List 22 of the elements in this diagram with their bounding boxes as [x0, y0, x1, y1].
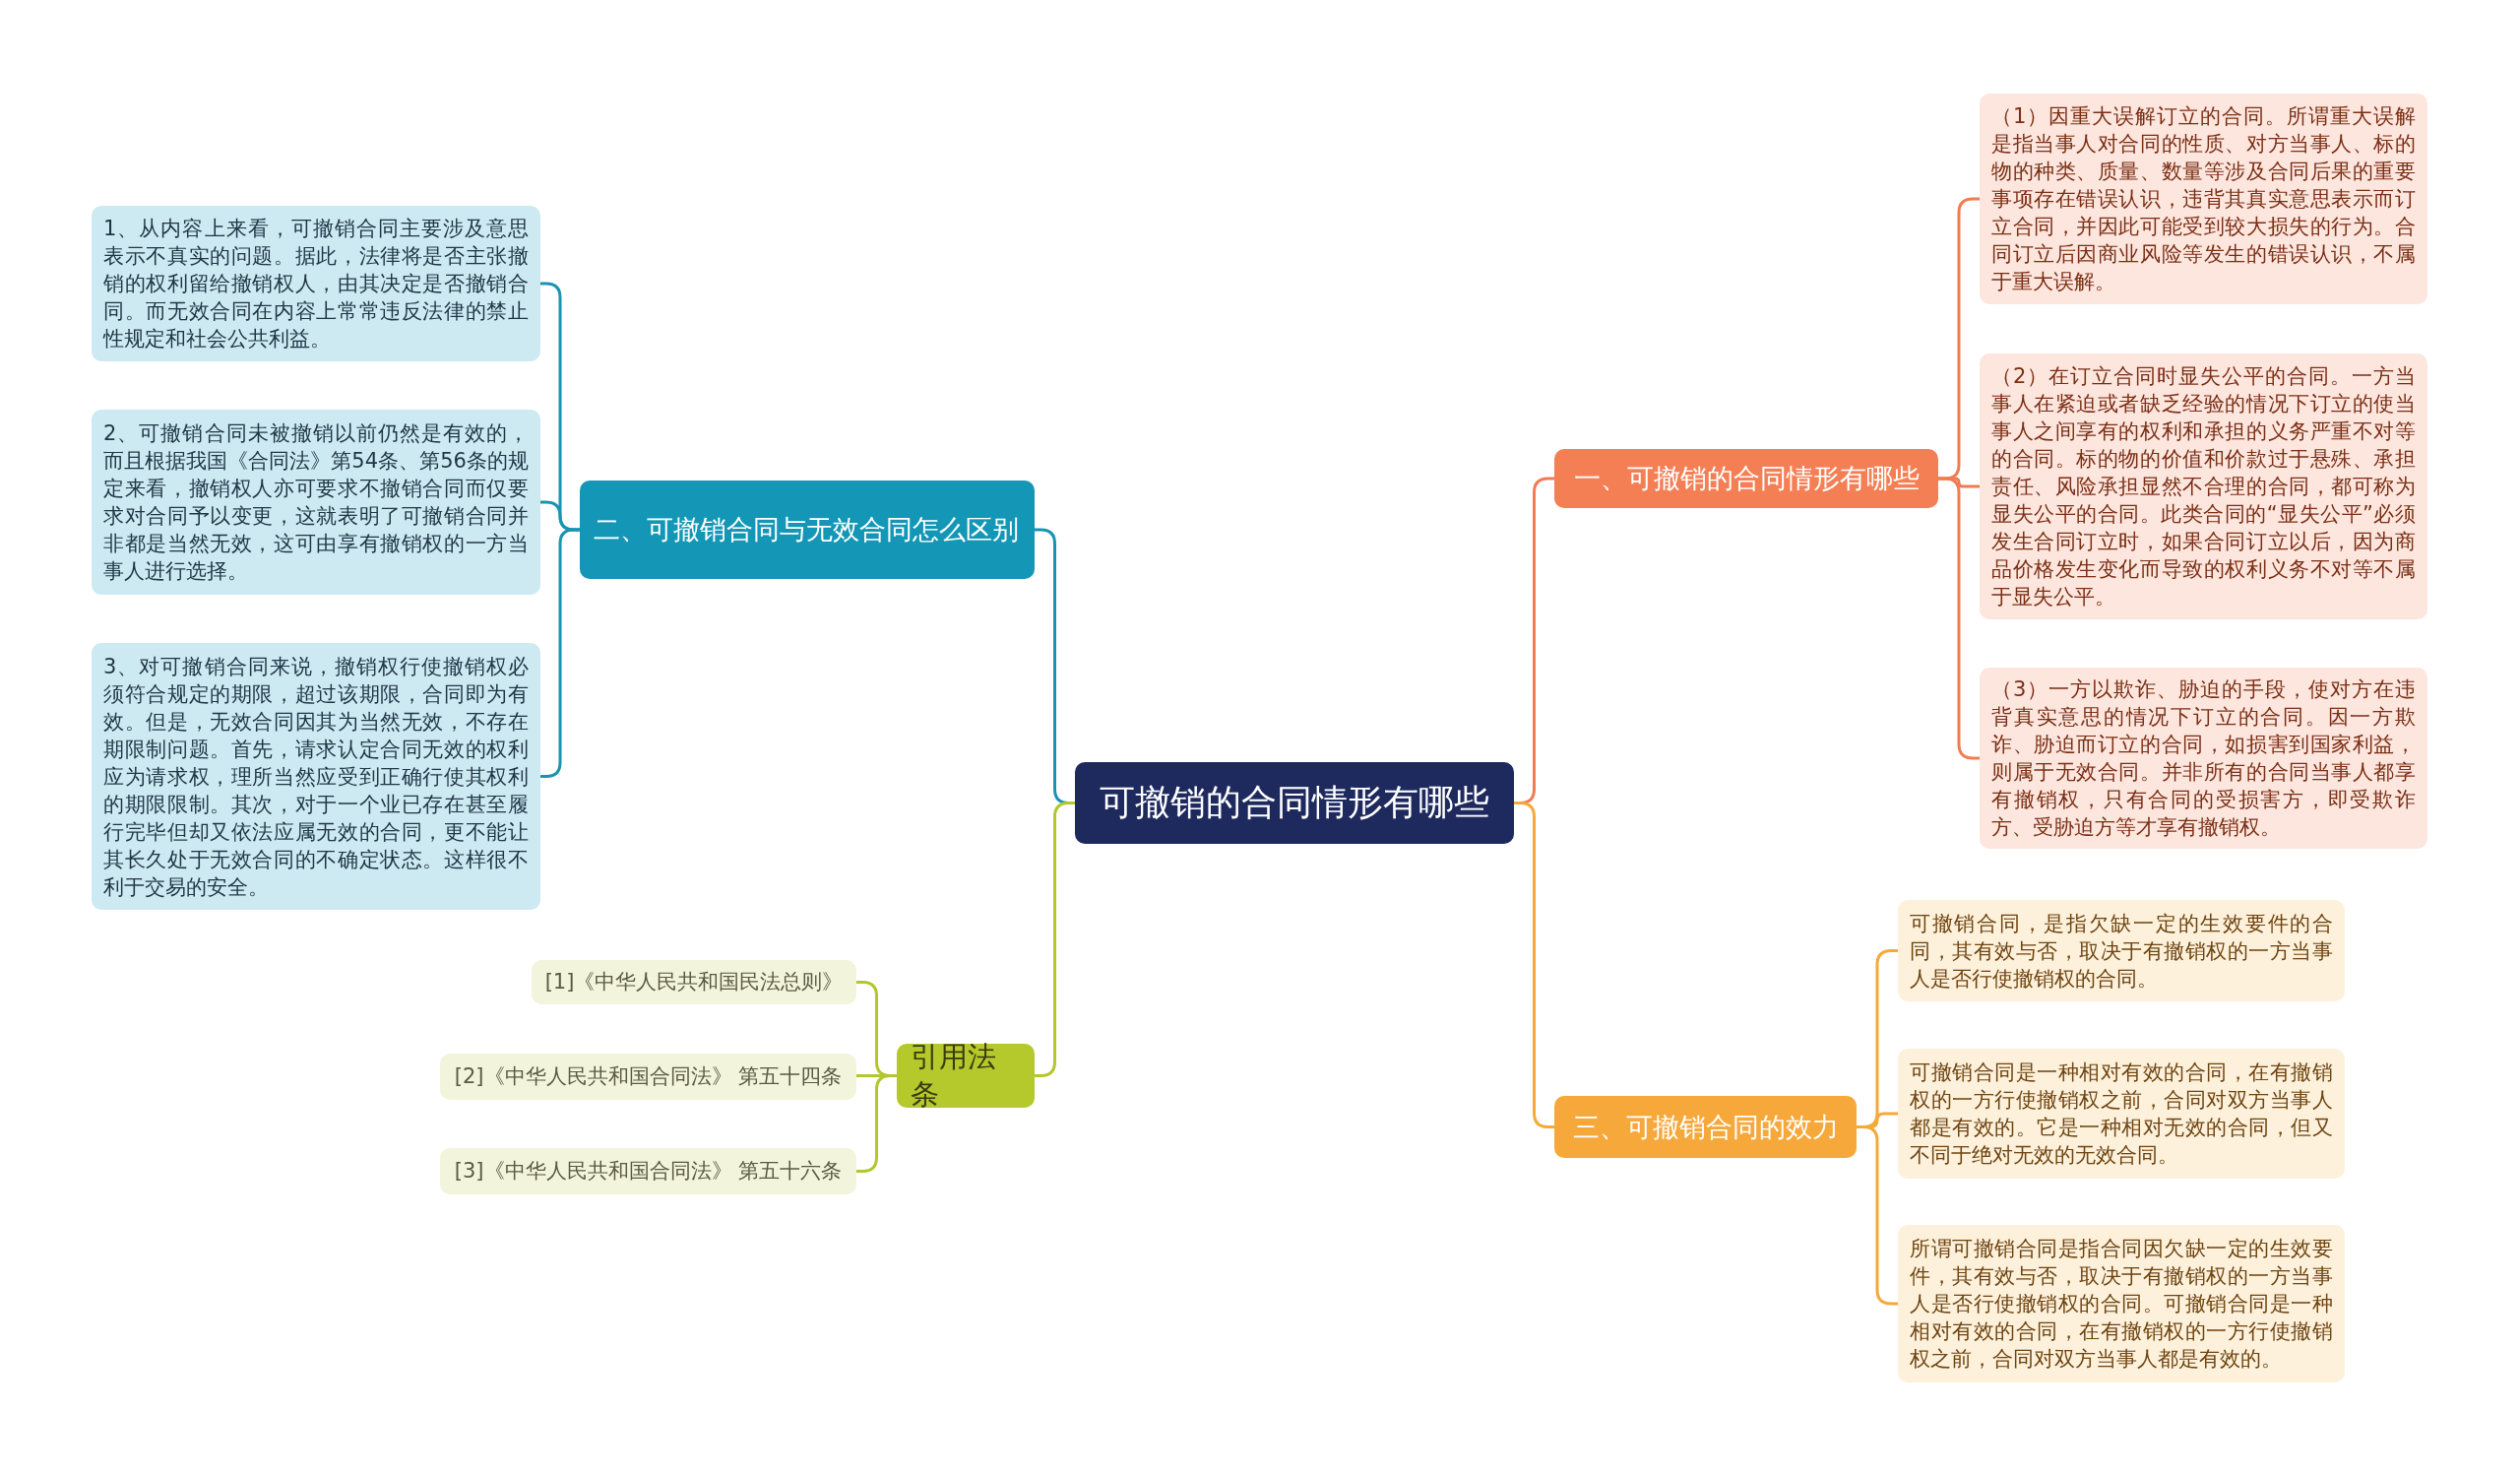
text-box: 3、对可撤销合同来说，撤销权行使撤销权必须符合规定的期限，超过该期限，合同即为有效。但是，无效合同因其为当然无效，不存在期限制问题。首先，请求认定合同无效的权利应为请求权，理所当然应受到正确行使其权利的期限限制。其次，对于一个业已存在甚至履行完毕但却又依法应属无效的合同，更不能让其长久处于无效合同的不确定状态。这样很不利于交易的安全。 [92, 643, 540, 910]
reference-box: [1]《中华人民共和国民法总则》 [532, 960, 856, 1004]
text-box: （3）一方以欺诈、胁迫的手段，使对方在违背真实意思的情况下订立的合同。因一方欺诈、胁迫而订立的合同，如损害到国家利益，则属于无效合同。并非所有的合同当事人都享有撤销权，只有合同的受损害方，即受欺诈方、受胁迫方等才享有撤销权。 [1980, 668, 2427, 849]
text-box: 所谓可撤销合同是指合同因欠缺一定的生效要件，其有效与否，取决于有撤销权的一方当事人是否行使撤销权的合同。可撤销合同是一种相对有效的合同，在有撤销权的一方行使撤销权之前，合同对双方当事人都是有效的。 [1898, 1225, 2345, 1382]
text-box: 可撤销合同，是指欠缺一定的生效要件的合同，其有效与否，取决于有撤销权的一方当事人是否行使撤销权的合同。 [1898, 900, 2345, 1001]
reference-box: [2]《中华人民共和国合同法》 第五十四条 [440, 1054, 856, 1100]
text-box: 2、可撤销合同未被撤销以前仍然是有效的，而且根据我国《合同法》第54条、第56条的规定来看，撤销权人亦可要求不撤销合同而仅要求对合同予以变更，这就表明了可撤销合同并非都是当然无效，这可由享有撤销权的一方当事人进行选择。 [92, 410, 540, 595]
branch-topic-box: 引用法条 [897, 1044, 1035, 1108]
branch-topic-box: 一、可撤销的合同情形有哪些 [1554, 449, 1938, 508]
reference-box: [3]《中华人民共和国合同法》 第五十六条 [440, 1148, 856, 1194]
connector-line [856, 1074, 897, 1173]
connector-line [1938, 477, 1980, 760]
text-box: 可撤销合同是一种相对有效的合同，在有撤销权的一方行使撤销权之前，合同对双方当事人都是有效的。它是一种相对无效的合同，但又不同于绝对无效的无效合同。 [1898, 1049, 2345, 1179]
central-topic-box: 可撤销的合同情形有哪些 [1075, 762, 1514, 844]
text-box: （2）在订立合同时显失公平的合同。一方当事人在紧迫或者缺乏经验的情况下订立的使当事人之间享有的权利和承担的义务严重不对等的合同。标的物的价值和价款过于悬殊、承担责任、风险承担显然不合理的合同，都可称为显失公平的合同。此类合同的“显失公平”必须发生合同订立时，如果合同订立以后，因为商品价格发生变化而导致的权利义务不对等不属于显失公平。 [1980, 353, 2427, 619]
branch-topic-box: 三、可撤销合同的效力 [1554, 1096, 1857, 1158]
connector-line [1857, 1125, 1898, 1306]
text-box: 1、从内容上来看，可撤销合同主要涉及意思表示不真实的问题。据此，法律将是否主张撤销的权利留给撤销权人，由其决定是否撤销合同。而无效合同在内容上常常违反法律的禁止性规定和社会公共利益。 [92, 206, 540, 361]
branch-topic-box: 二、可撤销合同与无效合同怎么区别 [580, 481, 1035, 579]
connector-line [1514, 802, 1554, 1128]
connector-line [1035, 802, 1075, 1077]
text-box: （1）因重大误解订立的合同。所谓重大误解是指当事人对合同的性质、对方当事人、标的物的种类、质量、数量等涉及合同后果的重要事项存在错误认识，违背其真实意思表示而订立合同，并因此可能受到较大损失的行为。合同订立后因商业风险等发生的错误认识，不属于重大误解。 [1980, 94, 2427, 304]
